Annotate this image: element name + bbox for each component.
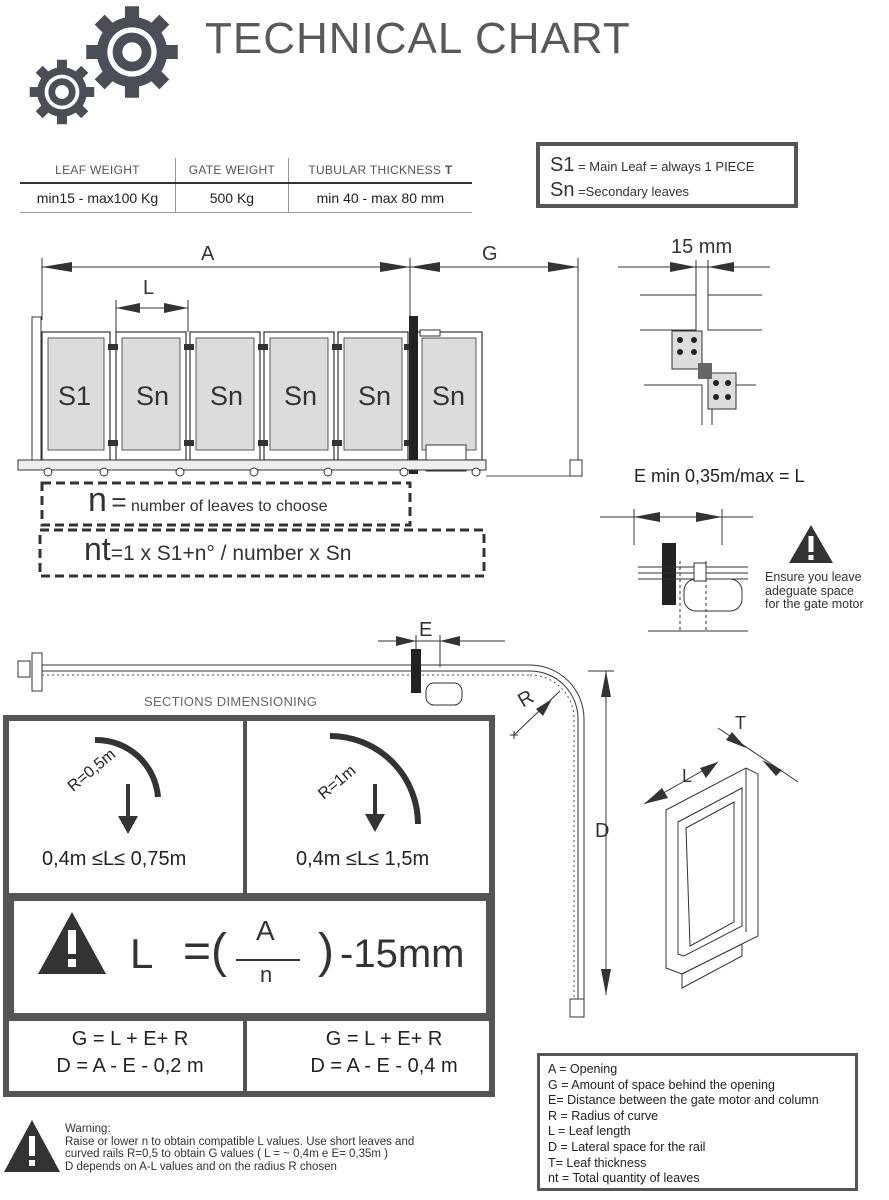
main-formula-open: =(	[183, 925, 228, 978]
value-tubular-thickness: min 40 - max 80 mm	[288, 183, 472, 213]
main-formula-lhs: L	[130, 930, 154, 977]
gears-logo-icon	[29, 6, 178, 125]
definition-item: A = Opening	[548, 1062, 618, 1076]
main-formula-numerator: A	[256, 915, 275, 946]
header-tubular-thickness: TUBULAR THICKNESS T	[288, 158, 472, 184]
spec-table: LEAF WEIGHT GATE WEIGHT TUBULAR THICKNES…	[20, 158, 472, 213]
definition-item: R = Radius of curve	[548, 1108, 659, 1123]
leaf-sn-5: Sn	[432, 381, 466, 411]
rail-plan-diagram	[17, 635, 614, 1018]
warning-triangle-icon	[789, 525, 833, 563]
header-leaf-weight: LEAF WEIGHT	[20, 158, 176, 184]
legend-s1: S1 = Main Leaf = always 1 PIECE	[550, 154, 755, 176]
motor-e-heading: E min 0,35m/max = L	[634, 466, 805, 486]
motor-detail-diagram	[600, 509, 753, 633]
sections-panel	[3, 715, 495, 1097]
definition-item: G = Amount of space behind the opening	[548, 1077, 775, 1092]
definitions-box: A = Opening G = Amount of space behind t…	[537, 1053, 858, 1191]
leaf-sn-2: Sn	[210, 381, 244, 411]
legend-sn: Sn =Secondary leaves	[550, 179, 690, 201]
value-leaf-weight: min15 - max100 Kg	[20, 183, 176, 213]
section-left-formulas: G = L + E+ R D = A - E - 0,2 m	[56, 1028, 204, 1077]
definition-item: E= Distance between the gate motor and c…	[548, 1093, 819, 1108]
leaf-sn-4: Sn	[358, 381, 392, 411]
sections-title: SECTIONS DIMENSIONING	[144, 694, 318, 709]
leaf-sn-1: Sn	[136, 381, 170, 411]
motor-space-note: Ensure you leave adeguate space for the …	[765, 570, 864, 611]
formula-nt: nt=1 x S1+n° / number x Sn	[84, 531, 352, 567]
header-gate-weight: GATE WEIGHT	[175, 158, 289, 184]
formula-n: n = number of leaves to choose	[88, 481, 328, 519]
leaf-frame-dim-l: L	[682, 766, 693, 786]
definition-item: nt = Total quantity of leaves	[548, 1171, 700, 1186]
dim-l-label: L	[143, 277, 155, 299]
leaf-legend: S1 = Main Leaf = always 1 PIECE Sn =Seco…	[536, 142, 798, 208]
main-formula-denominator: n	[260, 962, 273, 987]
value-gate-weight: 500 Kg	[175, 183, 289, 213]
section-right-formulas: G = L + E+ R D = A - E - 0,4 m	[310, 1028, 458, 1077]
definition-item: T= Leaf thickness	[548, 1155, 647, 1170]
main-formula-close: )	[318, 925, 334, 978]
rail-dim-e: E	[419, 619, 433, 641]
page-title: TECHNICAL CHART	[205, 14, 631, 63]
rail-dim-d: D	[595, 820, 610, 842]
leaf-frame-dim-t: T	[735, 713, 746, 733]
definition-item: D = Lateral space for the rail	[548, 1139, 706, 1154]
section-right-range: 0,4m ≤L≤ 1,5m	[296, 848, 430, 870]
warning-icon	[4, 1120, 60, 1172]
gate-elevation-diagram	[17, 258, 583, 578]
dim-a-label: A	[201, 243, 215, 265]
section-left-range: 0,4m ≤L≤ 0,75m	[42, 848, 187, 870]
leaf-s1: S1	[58, 381, 92, 411]
main-formula-suffix: -15mm	[340, 932, 465, 976]
leaf-sn-3: Sn	[284, 381, 318, 411]
leaf-frame-diagram	[643, 727, 799, 989]
warning-text: Warning: Raise or lower n to obtain comp…	[65, 1123, 415, 1173]
definition-item: L = Leaf length	[548, 1124, 631, 1139]
dim-g-label: G	[482, 243, 498, 265]
hinge-gap-label: 15 mm	[671, 236, 733, 258]
hinge-detail-diagram	[618, 260, 770, 425]
